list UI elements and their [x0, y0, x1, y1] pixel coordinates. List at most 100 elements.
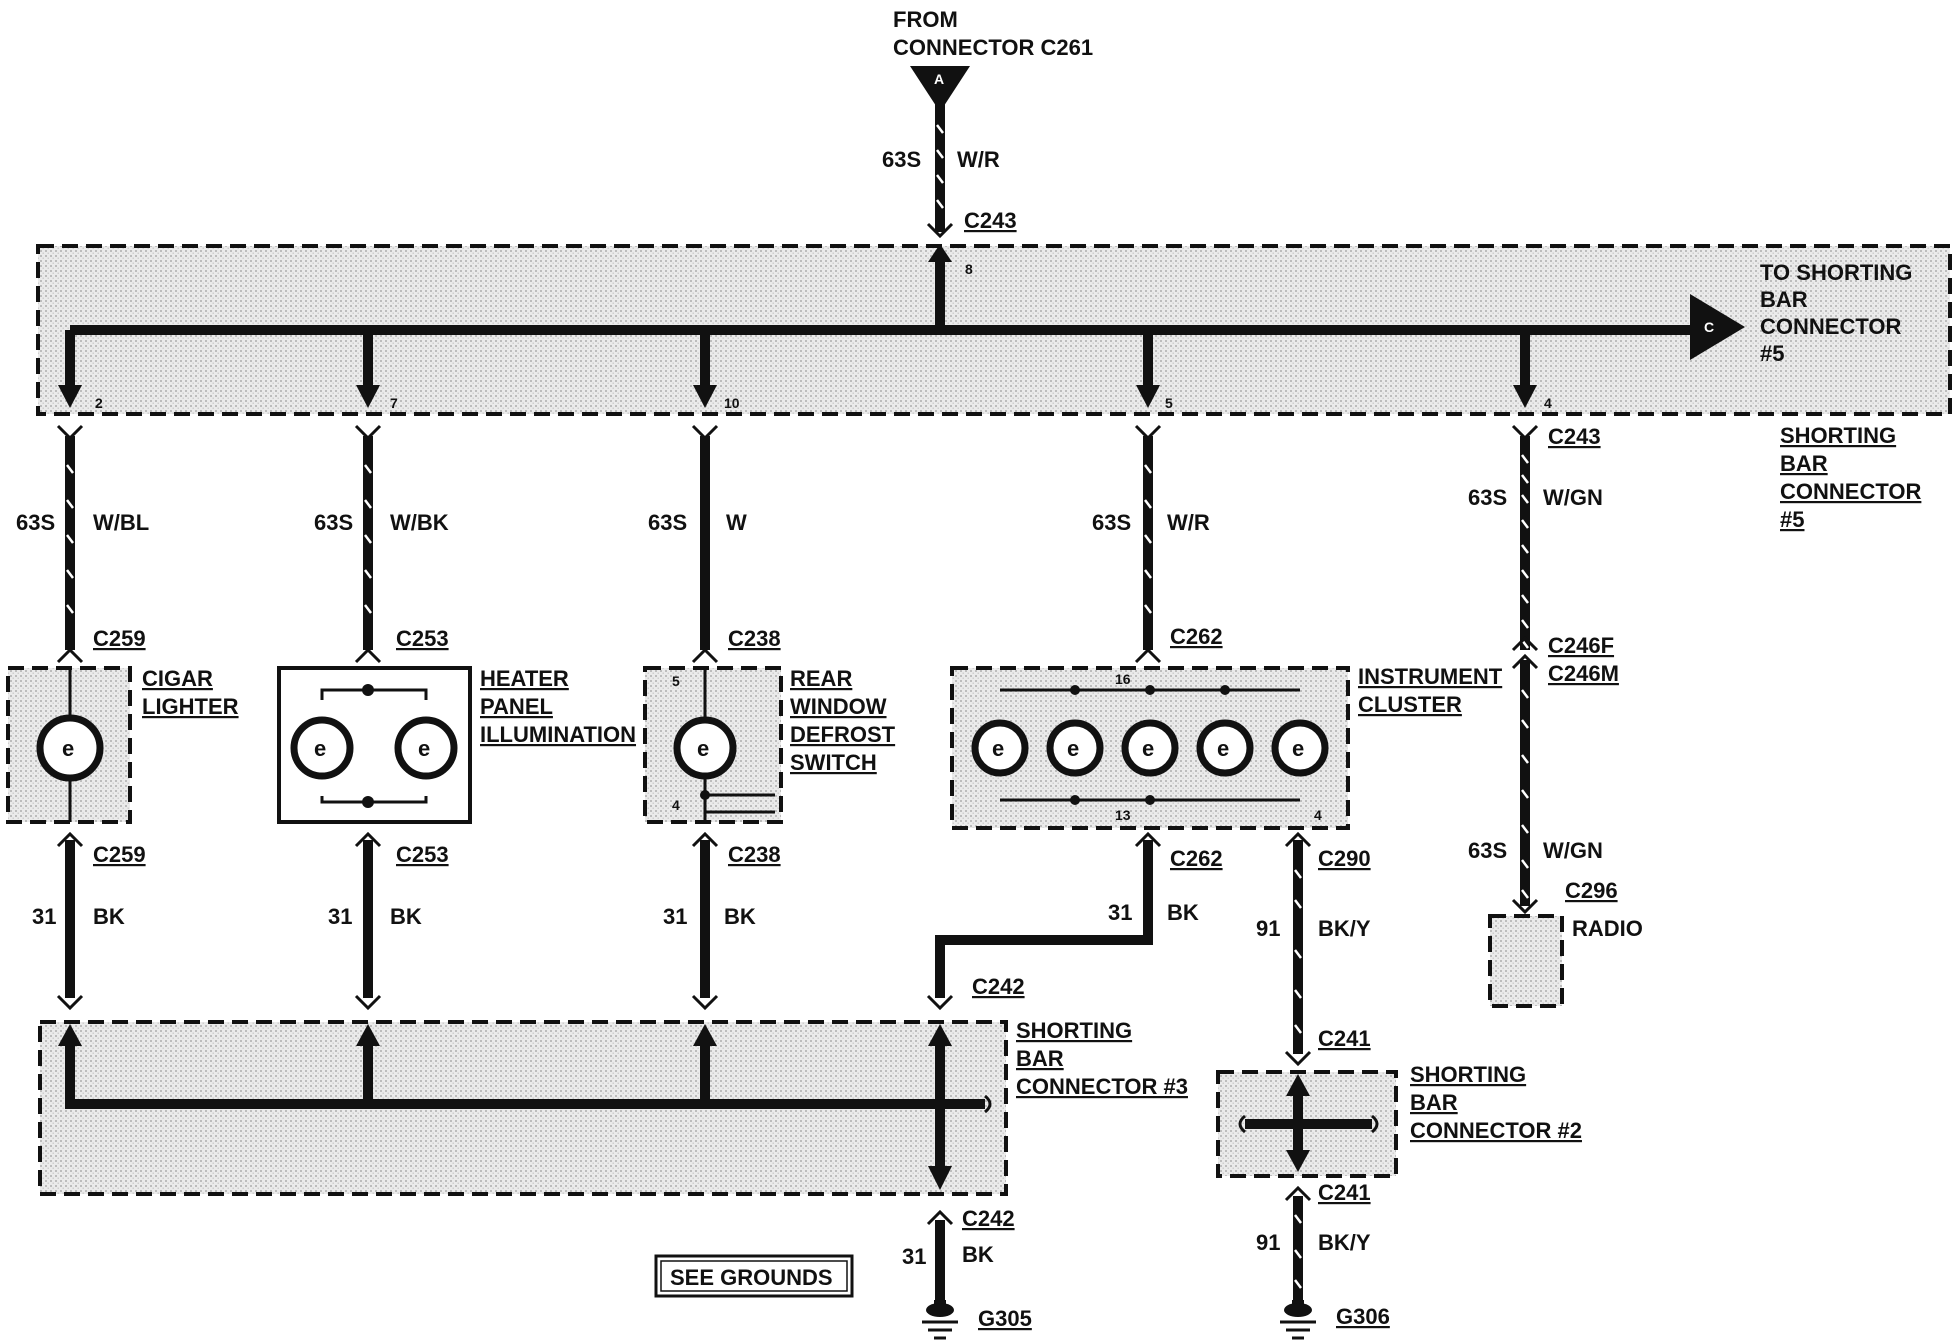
ground-color: BK	[1167, 900, 1199, 925]
ground-circuit: 31	[328, 904, 352, 929]
branch-circuit: 63S	[314, 510, 353, 535]
rear-label-3: DEFROST	[790, 722, 896, 747]
radio-connector: C296	[1565, 878, 1618, 903]
sb3-connector: C242	[972, 974, 1025, 999]
sb3-label-3: CONNECTOR #3	[1016, 1074, 1188, 1099]
svg-text:e: e	[1292, 736, 1304, 761]
sb5-label-line1: SHORTING	[1780, 423, 1896, 448]
branch-color: W	[726, 510, 747, 535]
cigar-lighter: e CIGAR LIGHTER	[6, 666, 239, 824]
ground-color: BK	[390, 904, 422, 929]
rear-pin-bottom: 4	[672, 797, 680, 813]
cluster-label-1: INSTRUMENT	[1358, 664, 1503, 689]
heater-label-2: PANEL	[480, 694, 553, 719]
ground-connector: C259	[93, 842, 146, 867]
branch-connector: C238	[728, 626, 781, 651]
cluster-pin-bottom-2: 4	[1314, 807, 1322, 823]
svg-text:e: e	[418, 736, 430, 761]
ground-circuit: 91	[1256, 916, 1280, 941]
to-sb5-line1: TO SHORTING	[1760, 260, 1912, 285]
sb5-label-line2: BAR	[1780, 451, 1828, 476]
svg-text:e: e	[697, 736, 709, 761]
svg-text:e: e	[992, 736, 1004, 761]
to-sb5-line3: CONNECTOR	[1760, 314, 1901, 339]
ground-color: BK	[724, 904, 756, 929]
sb5-label-line4: #5	[1780, 507, 1804, 532]
svg-text:e: e	[1142, 736, 1154, 761]
branch-connector: C259	[93, 626, 146, 651]
ground-connector: C253	[396, 842, 449, 867]
connector-arrow-a	[910, 66, 970, 112]
radio-box	[1488, 914, 1564, 1008]
branch-rear-defrost: 10 63S W C238	[648, 330, 781, 664]
arrow-letter-a: A	[934, 71, 944, 87]
svg-text:e: e	[62, 736, 74, 761]
ground-wires: C259 31 BK C253 31 BK C238 31 BK C262 31…	[32, 831, 1371, 1067]
radio-label: RADIO	[1572, 916, 1643, 941]
feed-pin: 8	[965, 261, 973, 277]
ground-circuit: 31	[32, 904, 56, 929]
sb3-label-1: SHORTING	[1016, 1018, 1132, 1043]
radio-circuit: 63S	[1468, 838, 1507, 863]
connector-arrow-c	[1690, 294, 1745, 360]
to-sb5-line2: BAR	[1760, 287, 1808, 312]
shorting-bar-2: C241 SHORTING BAR CONNECTOR #2 C241 91 B…	[1216, 1026, 1582, 1340]
ground-g305: G305	[978, 1306, 1032, 1331]
branch-connector: C262	[1170, 624, 1223, 649]
ground-color: BK	[93, 904, 125, 929]
ground-symbol-g306	[1280, 1300, 1316, 1340]
cigar-label-2: LIGHTER	[142, 694, 239, 719]
see-grounds-label[interactable]: SEE GROUNDS	[670, 1265, 833, 1290]
feed-connector: C243	[964, 208, 1017, 233]
branch-color: W/GN	[1543, 485, 1603, 510]
cluster-pin-top: 16	[1115, 671, 1131, 687]
branch-cluster: 5 63S W/R C262	[1092, 330, 1223, 664]
sb3-label-2: BAR	[1016, 1046, 1064, 1071]
ground-connector: C290	[1318, 846, 1371, 871]
sb2-out-connector: C241	[1318, 1180, 1371, 1205]
ground-connector: C238	[728, 842, 781, 867]
radio-color: W/GN	[1543, 838, 1603, 863]
cluster-label-2: CLUSTER	[1358, 692, 1462, 717]
branch-pin: 5	[1165, 395, 1173, 411]
sb3-out-connector: C242	[962, 1206, 1015, 1231]
heater-label-1: HEATER	[480, 666, 569, 691]
rear-label-4: SWITCH	[790, 750, 877, 775]
inline-connector-f: C246F	[1548, 633, 1614, 658]
branch-connector: C253	[396, 626, 449, 651]
ground-g306: G306	[1336, 1304, 1390, 1329]
branch-color: W/R	[1167, 510, 1210, 535]
feed-color: W/R	[957, 147, 1000, 172]
sb2-connector: C241	[1318, 1026, 1371, 1051]
sb2-label-2: BAR	[1410, 1090, 1458, 1115]
heater-panel-illumination: e e HEATER PANEL ILLUMINATION	[277, 666, 636, 824]
shorting-bar-3: C242 SHORTING BAR CONNECTOR #3 C242 31 B…	[38, 974, 1188, 1340]
svg-text:e: e	[1067, 736, 1079, 761]
feed-circuit: 63S	[882, 147, 921, 172]
sb2-label-3: CONNECTOR #2	[1410, 1118, 1582, 1143]
ground-connector: C262	[1170, 846, 1223, 871]
branch-pin: 2	[95, 395, 103, 411]
sb2-out-color: BK/Y	[1318, 1230, 1371, 1255]
branch-color: W/BK	[390, 510, 449, 535]
to-sb5-line4: #5	[1760, 341, 1784, 366]
see-grounds-box[interactable]: SEE GROUNDS	[654, 1254, 854, 1298]
ground-circuit: 31	[1108, 900, 1132, 925]
svg-text:e: e	[314, 736, 326, 761]
branch-color: W/BL	[93, 510, 149, 535]
rear-label-1: REAR	[790, 666, 852, 691]
rear-label-2: WINDOW	[790, 694, 887, 719]
sb3-out-color: BK	[962, 1242, 994, 1267]
feed-from-c261: FROM CONNECTOR C261 A 63S W/R C243	[882, 7, 1093, 239]
cluster-pin-bottom-1: 13	[1115, 807, 1131, 823]
rear-pin-top: 5	[672, 673, 680, 689]
from-label: FROM	[893, 7, 958, 32]
ground-color: BK/Y	[1318, 916, 1371, 941]
branch-pin: 7	[390, 395, 398, 411]
cigar-label-1: CIGAR	[142, 666, 213, 691]
branch-circuit: 63S	[1092, 510, 1131, 535]
sb2-out-circuit: 91	[1256, 1230, 1280, 1255]
branch-circuit: 63S	[1468, 485, 1507, 510]
